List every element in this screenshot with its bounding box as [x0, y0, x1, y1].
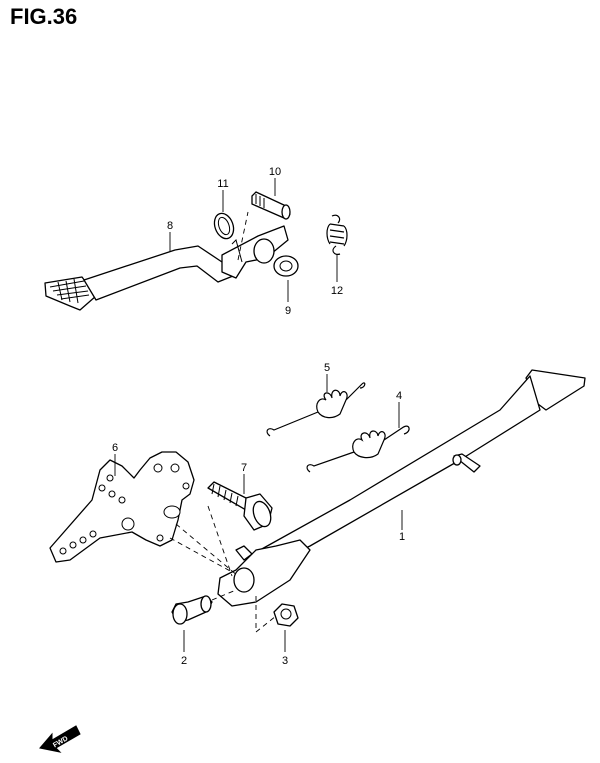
callout-12: 12 [331, 285, 343, 297]
washer[interactable] [273, 255, 299, 277]
snap-ring[interactable] [211, 211, 237, 242]
callout-2: 2 [181, 655, 187, 667]
callout-6: 6 [112, 442, 118, 454]
side-stand[interactable] [217, 369, 586, 607]
lock-nut[interactable] [273, 603, 299, 627]
pedal-lever[interactable] [44, 225, 289, 311]
callout-labels: 1 2 3 4 5 6 7 8 9 10 11 12 [112, 166, 405, 667]
fwd-arrow-icon [39, 725, 81, 753]
figure-title: FIG.36 [10, 4, 78, 29]
fwd-label: FWD [52, 735, 69, 749]
callout-11: 11 [217, 178, 228, 190]
forward-direction-indicator: FWD [39, 725, 81, 753]
callout-5: 5 [324, 362, 330, 374]
long-spring-upper[interactable] [266, 382, 366, 437]
callout-4: 4 [396, 390, 402, 402]
assembly-guide-lines [169, 211, 277, 633]
leader-lines [114, 178, 403, 652]
side-stand-bracket[interactable] [49, 451, 195, 563]
stand-pivot-bolt[interactable] [171, 595, 213, 625]
callout-3: 3 [282, 655, 288, 667]
long-spring-lower[interactable] [306, 425, 410, 473]
pivot-bolt[interactable] [251, 191, 291, 220]
callout-10: 10 [269, 166, 281, 178]
small-spring[interactable] [326, 214, 348, 255]
callout-8: 8 [167, 220, 173, 232]
callout-9: 9 [285, 305, 291, 317]
flange-bolt[interactable] [207, 481, 274, 531]
callout-1: 1 [399, 531, 405, 543]
callout-7: 7 [241, 462, 247, 474]
